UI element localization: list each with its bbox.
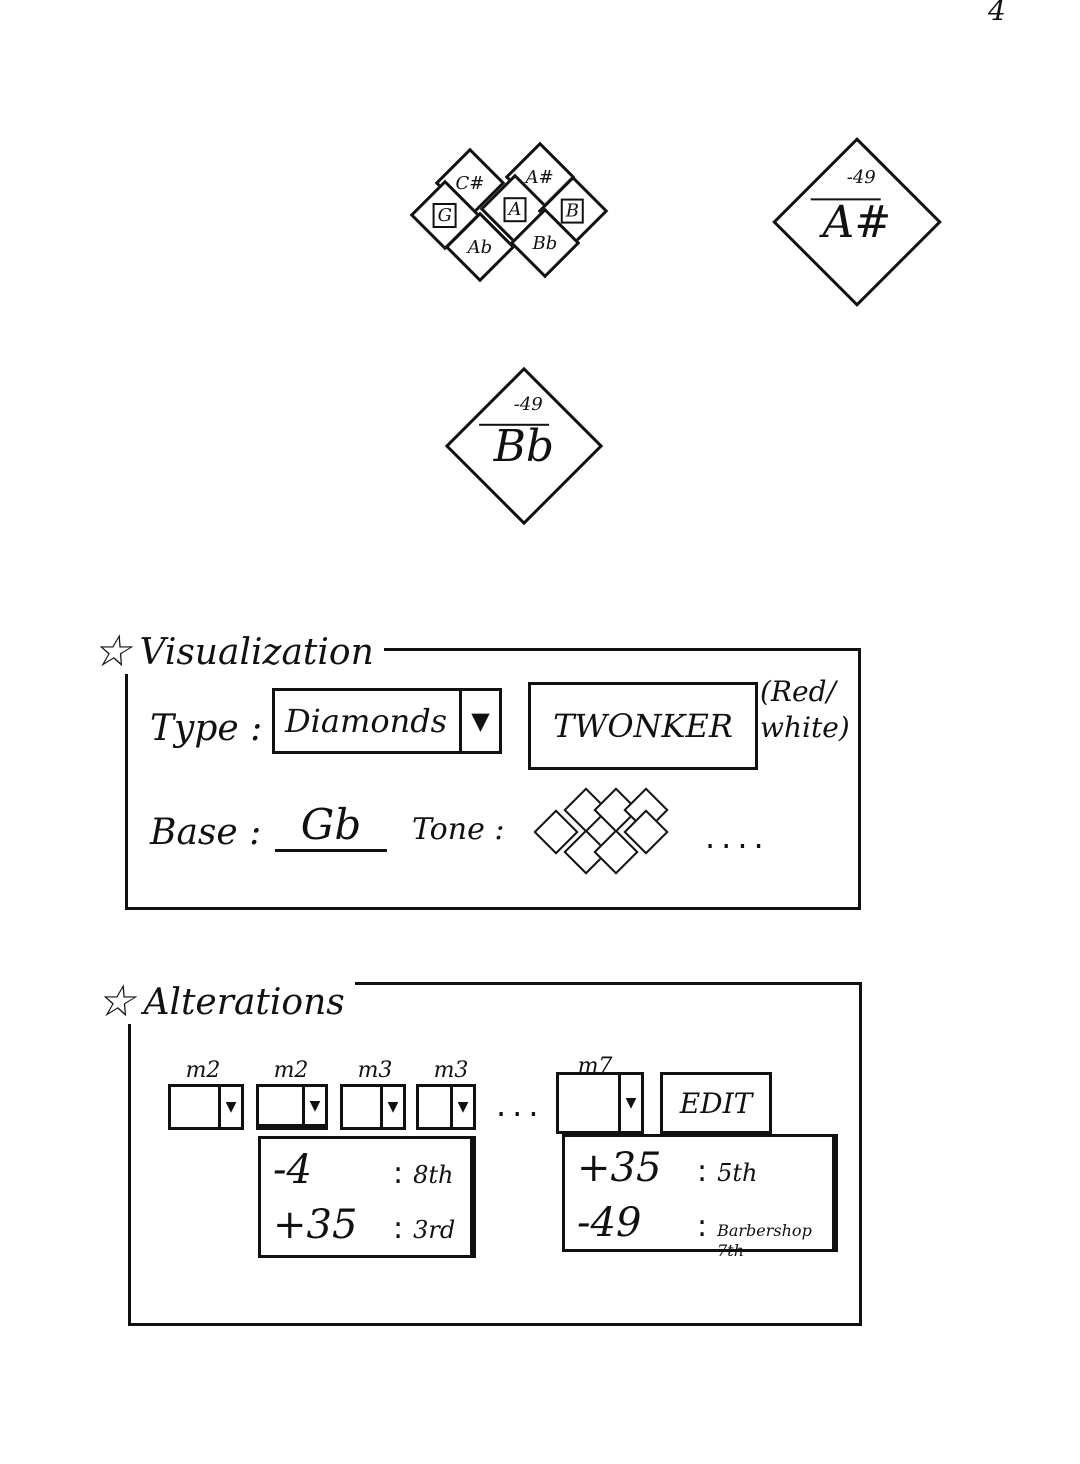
alteration-row[interactable]: -4 : 8th — [273, 1145, 458, 1200]
star-icon: ☆ — [96, 976, 136, 1027]
dropdown-arrow-icon[interactable]: ▼ — [218, 1087, 241, 1127]
note-label: A — [503, 196, 527, 222]
alteration-popup: +35 : 5th -49 : Barbershop 7th — [562, 1134, 838, 1260]
alteration-meaning: Barbershop 7th — [717, 1221, 812, 1260]
dropdown-arrow-icon[interactable]: ▼ — [618, 1075, 641, 1131]
cents-offset-label: -49 — [513, 393, 543, 415]
interval-select-active[interactable]: ▼ — [256, 1084, 328, 1130]
twonker-button[interactable]: TWONKER — [528, 682, 758, 770]
interval-select[interactable]: ▼ — [340, 1084, 406, 1130]
visualization-type-value: Diamonds — [285, 702, 448, 740]
tone-swatch[interactable] — [530, 786, 680, 876]
visualization-title: Visualization — [139, 631, 374, 673]
more-options-ellipsis: .... — [705, 818, 770, 856]
cents-offset-label: -49 — [846, 166, 876, 188]
alterations-title: Alterations — [143, 981, 345, 1023]
note-name-label: A# — [822, 196, 892, 248]
dropdown-arrow-icon[interactable]: ▼ — [302, 1087, 325, 1124]
visualization-type-select[interactable]: Diamonds ▼ — [272, 688, 502, 754]
type-label: Type : — [150, 708, 263, 749]
interval-label: m3 — [433, 1058, 469, 1083]
note-diamond-detail[interactable]: -49 Bb — [444, 366, 604, 526]
note-label: C# — [455, 172, 485, 194]
alteration-popup: -4 : 8th +35 : 3rd — [258, 1136, 476, 1258]
note-label: Bb — [532, 232, 558, 254]
visualization-panel — [125, 648, 861, 910]
star-icon: ☆ — [92, 626, 132, 677]
interval-label: m3 — [357, 1058, 393, 1083]
visualization-heading: ☆ Visualization — [92, 630, 384, 674]
interval-select[interactable]: ▼ — [416, 1084, 476, 1130]
dropdown-arrow-icon[interactable]: ▼ — [380, 1087, 403, 1127]
cents-amount: -4 — [273, 1147, 312, 1193]
alterations-heading: ☆ Alterations — [96, 980, 355, 1024]
note-diamond-detail[interactable]: -49 A# — [772, 137, 942, 307]
note-label: B — [561, 198, 585, 224]
tone-label: Tone : — [412, 812, 505, 847]
cents-amount: -49 — [577, 1200, 642, 1246]
alteration-row[interactable]: +35 : 3rd — [273, 1200, 458, 1255]
alteration-meaning: 5th — [717, 1159, 758, 1187]
note-label: G — [432, 202, 458, 228]
alteration-row[interactable]: -49 : Barbershop 7th — [577, 1198, 820, 1261]
color-note-line: white) — [760, 711, 850, 744]
color-note: (Red/ white) — [760, 674, 850, 746]
more-intervals-ellipsis: ... — [496, 1086, 545, 1124]
cents-amount: +35 — [273, 1202, 358, 1248]
dropdown-arrow-icon[interactable]: ▼ — [459, 691, 499, 751]
base-note-field[interactable]: Gb — [275, 800, 387, 852]
note-label: A# — [525, 166, 555, 188]
note-name-label: Bb — [493, 420, 555, 472]
cents-amount: +35 — [577, 1145, 662, 1191]
alteration-meaning: 8th — [413, 1161, 454, 1189]
edit-button[interactable]: EDIT — [660, 1072, 772, 1134]
alteration-row[interactable]: +35 : 5th — [577, 1143, 820, 1198]
alteration-meaning: 3rd — [413, 1216, 456, 1244]
interval-select[interactable]: ▼ — [168, 1084, 244, 1130]
note-label: Ab — [467, 236, 493, 258]
color-note-line: (Red/ — [760, 675, 836, 708]
dropdown-arrow-icon[interactable]: ▼ — [450, 1087, 473, 1127]
interval-select[interactable]: ▼ — [556, 1072, 644, 1134]
page-number: 4 — [988, 0, 1006, 27]
interval-label: m2 — [185, 1058, 221, 1083]
base-label: Base : — [150, 812, 262, 853]
interval-label: m2 — [273, 1058, 309, 1083]
alterations-panel — [128, 982, 862, 1326]
